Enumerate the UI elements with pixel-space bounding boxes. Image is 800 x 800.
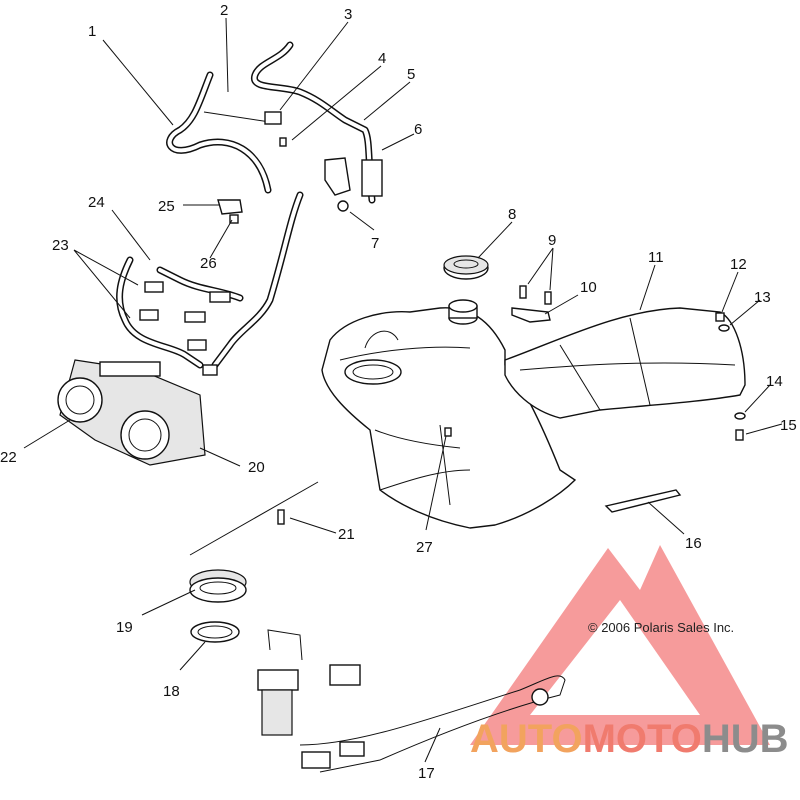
svg-text:AUTOMOTOHUB: AUTOMOTOHUB [470,717,789,761]
watermark-word-hub: HUB [702,717,789,761]
gasket [190,621,240,643]
callout-19: 19 [116,619,133,636]
callout-9: 9 [548,232,556,249]
copyright-notice: © 2006 Polaris Sales Inc. [588,620,734,635]
hardware-small [715,312,746,441]
strip [604,489,682,513]
fuel-cap [443,255,489,280]
callout-1: 1 [88,23,96,40]
callout-labels: 1 2 3 4 5 6 7 8 9 10 11 12 13 14 15 16 1… [0,2,797,782]
callout-2: 2 [220,2,228,19]
fuel-rail [116,191,304,376]
fuel-tank [321,299,577,529]
callout-11: 11 [648,249,664,266]
watermark-logo [470,545,770,745]
callout-7: 7 [371,235,379,252]
watermark-word-moto: MOTO [583,717,702,761]
leader-lines [23,17,783,763]
callout-3: 3 [344,6,352,23]
bracket [511,307,551,323]
callout-5: 5 [407,66,415,83]
callout-17: 17 [418,765,435,782]
callout-4: 4 [378,50,386,67]
callout-13: 13 [754,289,771,306]
callout-16: 16 [685,535,702,552]
watermark-word-auto: AUTO [470,717,583,761]
callout-15: 15 [780,417,797,434]
fuel-hoses [166,41,383,224]
callout-26: 26 [200,255,217,272]
callout-27: 27 [416,539,433,556]
callout-14: 14 [766,373,783,390]
callout-10: 10 [580,279,597,296]
screws [519,285,552,305]
callout-23: 23 [52,237,69,254]
callout-20: 20 [248,459,265,476]
fuel-pump [257,629,566,773]
clip [444,427,452,437]
ring-nut [189,569,247,603]
seat [504,307,746,419]
callout-24: 24 [88,194,105,211]
callout-18: 18 [163,683,180,700]
callout-6: 6 [414,121,422,138]
callout-21: 21 [338,526,355,543]
rod [189,481,319,556]
callout-8: 8 [508,206,516,223]
callout-12: 12 [730,256,747,273]
watermark-text: AUTOMOTOHUB [470,717,789,761]
callout-25: 25 [158,198,175,215]
throttle-body [57,359,206,466]
callout-22: 22 [0,449,17,466]
